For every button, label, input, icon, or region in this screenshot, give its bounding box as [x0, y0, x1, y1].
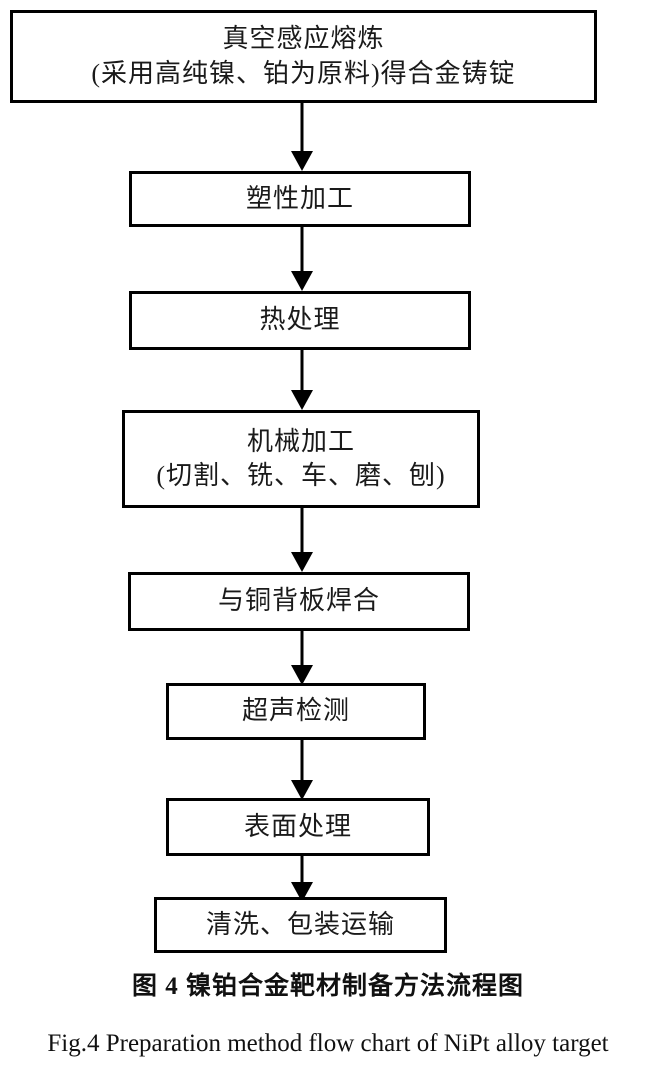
- flow-node-ultrasonic-testing: 超声检测: [166, 683, 426, 740]
- flow-arrow-3-to-4: [291, 508, 313, 572]
- flow-node-label: 塑性加工: [245, 183, 354, 213]
- arrow-head-down-icon: [291, 271, 313, 291]
- arrow-stem: [300, 508, 304, 554]
- flow-node-label: 真空感应熔炼: [222, 24, 385, 54]
- flow-node-vacuum-induction-melting: 真空感应熔炼 (采用高纯镍、铂为原料)得合金铸锭: [10, 10, 597, 103]
- arrow-stem: [300, 103, 304, 153]
- flow-node-label: 清洗、包装运输: [205, 909, 395, 939]
- arrow-stem: [300, 227, 304, 273]
- figure-caption-english: Fig.4 Preparation method flow chart of N…: [47, 1030, 609, 1057]
- flow-arrow-6-to-7: [291, 856, 313, 902]
- flow-arrow-1-to-2: [291, 227, 313, 291]
- flow-node-plastic-working: 塑性加工: [129, 171, 471, 227]
- flow-node-label: 超声检测: [241, 696, 350, 726]
- flow-node-cleaning-packaging-transport: 清洗、包装运输: [154, 897, 447, 953]
- flow-node-label: 机械加工: [246, 426, 355, 456]
- arrow-head-down-icon: [291, 665, 313, 685]
- flow-node-label: 与铜背板焊合: [217, 586, 380, 616]
- flow-node-label: (采用高纯镍、铂为原料)得合金铸锭: [91, 58, 516, 88]
- arrow-head-down-icon: [291, 780, 313, 800]
- flow-node-label: 表面处理: [243, 811, 352, 841]
- flow-node-heat-treatment: 热处理: [129, 291, 471, 350]
- arrow-stem: [300, 856, 304, 884]
- flow-node-label: (切割、铣、车、磨、刨): [156, 461, 446, 490]
- flow-node-label: 热处理: [259, 305, 341, 335]
- flow-arrow-0-to-1: [291, 103, 313, 171]
- flow-node-bonding-with-copper-backing-plate: 与铜背板焊合: [128, 572, 470, 631]
- arrow-head-down-icon: [291, 552, 313, 572]
- flow-arrow-5-to-6: [291, 740, 313, 800]
- flow-node-machining: 机械加工 (切割、铣、车、磨、刨): [122, 410, 480, 508]
- figure-caption-chinese: 图 4 镍铂合金靶材制备方法流程图: [131, 973, 524, 1000]
- arrow-stem: [300, 631, 304, 667]
- arrow-stem: [300, 350, 304, 392]
- arrow-stem: [300, 740, 304, 782]
- flow-arrow-4-to-5: [291, 631, 313, 685]
- arrow-head-down-icon: [291, 151, 313, 171]
- flow-arrow-2-to-3: [291, 350, 313, 410]
- arrow-head-down-icon: [291, 390, 313, 410]
- flow-node-surface-treatment: 表面处理: [166, 798, 430, 856]
